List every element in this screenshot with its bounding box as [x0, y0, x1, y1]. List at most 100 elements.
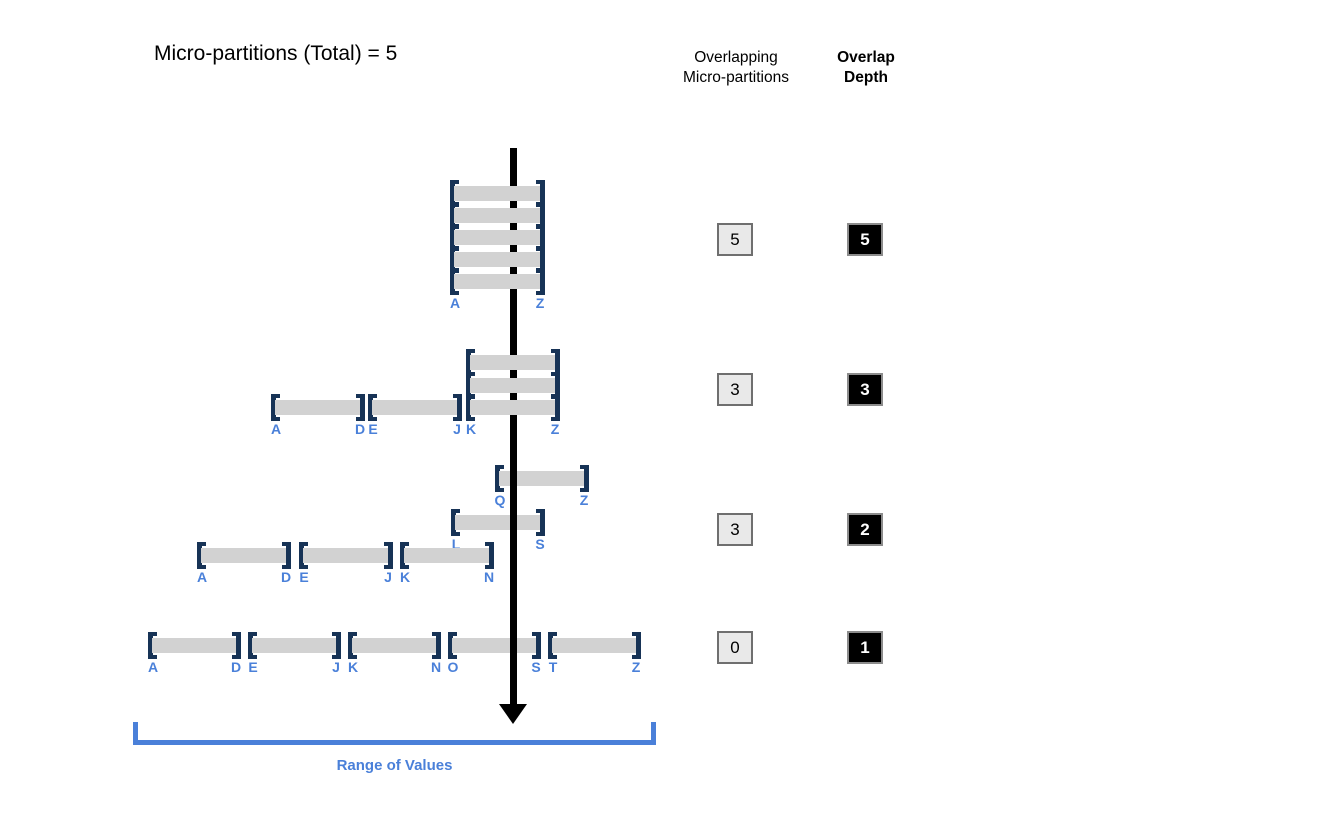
left-bracket-icon [148, 632, 157, 659]
range-letter-label: E [368, 421, 378, 437]
right-bracket-icon [356, 394, 365, 421]
overlapping-count-badge: 3 [717, 373, 753, 406]
diagram-title: Micro-partitions (Total) = 5 [154, 42, 398, 65]
micro-partition-depth-1 [448, 632, 541, 659]
overlap-depth-badge: 5 [847, 223, 883, 256]
range-letter-label: L [451, 536, 461, 552]
range-letter-label: Z [579, 492, 589, 508]
range-letter-label: S [535, 536, 545, 552]
right-bracket-icon [485, 542, 494, 569]
partition-range-bar [404, 548, 490, 563]
micro-partition-depth-2 [400, 542, 494, 569]
column-header-overlapping-micro-partitions: Overlapping Micro-partitions [656, 48, 816, 88]
right-bracket-icon [632, 632, 641, 659]
range-letter-label: K [347, 659, 359, 675]
partition-range-bar [252, 638, 337, 653]
left-bracket-icon [448, 632, 457, 659]
overlapping-count-badge: 0 [717, 631, 753, 664]
right-bracket-icon [551, 394, 560, 421]
right-bracket-icon [536, 509, 545, 536]
range-letter-label: A [147, 659, 159, 675]
range-letter-label: A [196, 569, 208, 585]
left-bracket-icon [450, 268, 459, 295]
overlap-depth-badge: 3 [847, 373, 883, 406]
micro-partition-depth-2 [197, 542, 291, 569]
partition-range-bar [352, 638, 437, 653]
range-letter-label: J [384, 569, 392, 585]
right-bracket-icon [580, 465, 589, 492]
right-bracket-icon [232, 632, 241, 659]
range-letter-label: E [248, 659, 258, 675]
range-letter-label: A [270, 421, 282, 437]
value-axis-arrow-line [510, 148, 517, 706]
column-header-overlap-depth: Overlap Depth [816, 48, 916, 88]
right-bracket-icon [432, 632, 441, 659]
range-letter-label: D [230, 659, 242, 675]
left-bracket-icon [400, 542, 409, 569]
partition-range-bar [454, 186, 541, 201]
micro-partition-depth-1 [148, 632, 241, 659]
left-bracket-icon [299, 542, 308, 569]
partition-range-bar [470, 378, 556, 393]
right-bracket-icon [332, 632, 341, 659]
right-bracket-icon [282, 542, 291, 569]
range-letter-label: Z [631, 659, 641, 675]
micro-partition-depth-3 [466, 394, 560, 421]
range-letter-label: N [430, 659, 442, 675]
micro-partition-depth-2 [495, 465, 589, 492]
range-letter-label: N [483, 569, 495, 585]
partition-range-bar [454, 208, 541, 223]
range-letter-label: D [354, 421, 366, 437]
partition-range-bar [452, 638, 537, 653]
left-bracket-icon [348, 632, 357, 659]
micro-partition-depth-2 [299, 542, 393, 569]
value-axis-arrow-head-icon [499, 704, 527, 724]
partition-range-bar [303, 548, 389, 563]
micro-partition-depth-2 [451, 509, 545, 536]
range-letter-label: O [447, 659, 459, 675]
micro-partition-depth-1 [248, 632, 341, 659]
range-of-values-label: Range of Values [336, 757, 453, 774]
partition-range-bar [454, 252, 541, 267]
partition-range-bar [499, 471, 585, 486]
left-bracket-icon [466, 394, 475, 421]
left-bracket-icon [197, 542, 206, 569]
range-letter-label: Z [550, 421, 560, 437]
range-letter-label: T [548, 659, 558, 675]
partition-range-bar [152, 638, 237, 653]
range-letter-label: E [299, 569, 309, 585]
header-depth-line1: Overlap [837, 49, 895, 66]
micro-partition-depth-3 [271, 394, 365, 421]
range-letter-label: A [449, 295, 461, 311]
range-letter-label: K [465, 421, 477, 437]
header-overlapping-line1: Overlapping [694, 49, 778, 66]
partition-range-bar [454, 274, 541, 289]
overlap-depth-badge: 2 [847, 513, 883, 546]
partition-range-bar [470, 400, 556, 415]
partition-range-bar [201, 548, 287, 563]
range-letter-label: K [399, 569, 411, 585]
overlapping-count-badge: 3 [717, 513, 753, 546]
range-letter-label: D [280, 569, 292, 585]
left-bracket-icon [248, 632, 257, 659]
micro-partition-depth-5 [450, 268, 545, 295]
micro-partition-depth-3 [368, 394, 462, 421]
partition-range-bar [275, 400, 361, 415]
micro-partition-depth-1 [348, 632, 441, 659]
range-letter-label: J [332, 659, 340, 675]
header-depth-line2: Depth [844, 69, 888, 86]
partition-range-bar [455, 515, 541, 530]
left-bracket-icon [368, 394, 377, 421]
overlap-depth-badge: 1 [847, 631, 883, 664]
range-letter-label: S [531, 659, 541, 675]
overlapping-count-badge: 5 [717, 223, 753, 256]
left-bracket-icon [495, 465, 504, 492]
right-bracket-icon [532, 632, 541, 659]
range-letter-label: Q [494, 492, 506, 508]
left-bracket-icon [271, 394, 280, 421]
right-bracket-icon [536, 268, 545, 295]
partition-range-bar [552, 638, 637, 653]
partition-range-bar [470, 355, 556, 370]
left-bracket-icon [451, 509, 460, 536]
